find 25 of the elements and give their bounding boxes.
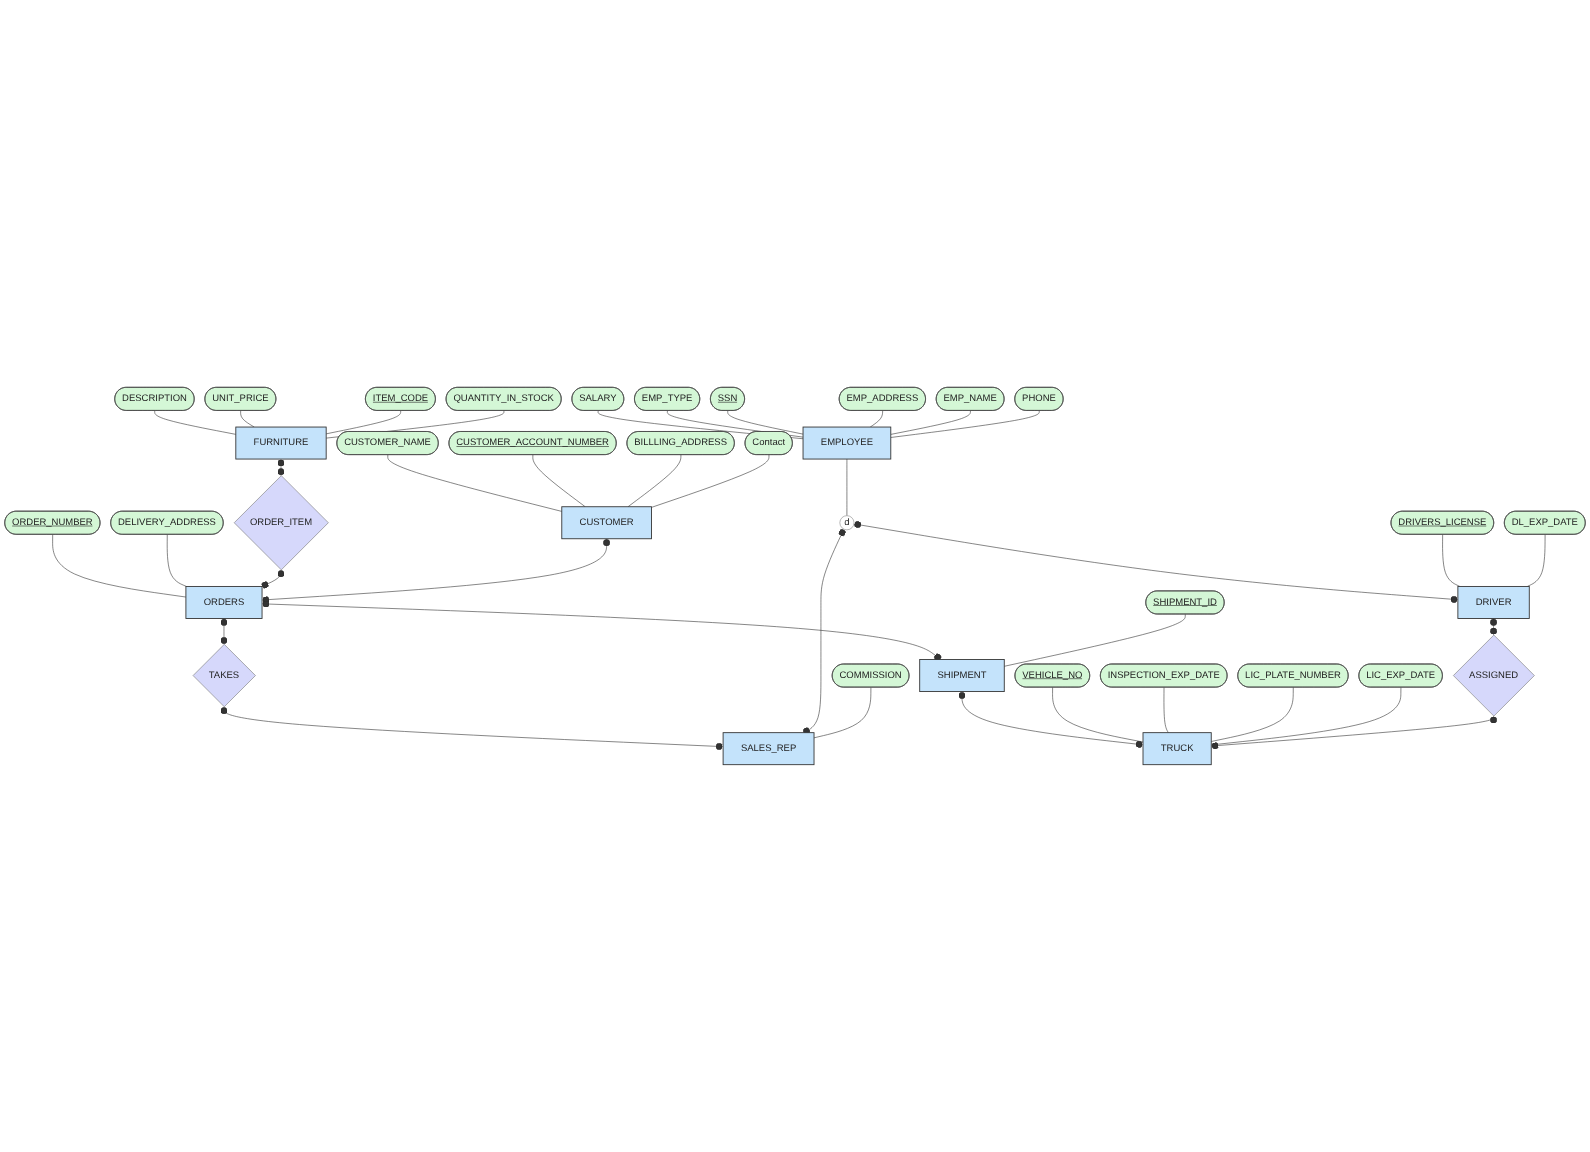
connector xyxy=(890,410,1040,438)
connector xyxy=(1490,618,1498,636)
connector xyxy=(532,454,586,508)
connector xyxy=(813,687,872,739)
connector xyxy=(627,454,682,508)
connector xyxy=(166,534,187,587)
connector xyxy=(277,458,285,476)
connector xyxy=(387,454,563,512)
connector xyxy=(1163,687,1169,733)
connector xyxy=(667,410,804,438)
connector xyxy=(1210,687,1402,746)
connector xyxy=(651,454,770,508)
connector xyxy=(890,410,971,435)
connector xyxy=(869,410,883,428)
connector xyxy=(1442,534,1461,587)
connector xyxy=(240,410,255,428)
connector xyxy=(154,410,237,435)
connector xyxy=(1003,614,1186,667)
connector xyxy=(325,410,401,435)
connector xyxy=(52,534,187,598)
connector xyxy=(1210,687,1294,742)
connector xyxy=(727,410,804,435)
connector xyxy=(846,458,848,516)
connector xyxy=(1052,687,1144,743)
connector xyxy=(1527,534,1546,587)
